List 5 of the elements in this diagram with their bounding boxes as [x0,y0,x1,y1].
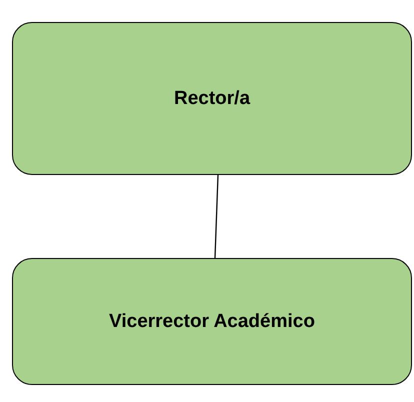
box-label: Vicerrector Académico [109,310,315,332]
box-label: Rector/a [174,88,250,110]
connector-line [214,174,219,258]
process-box [12,258,412,385]
process-box [12,22,412,175]
